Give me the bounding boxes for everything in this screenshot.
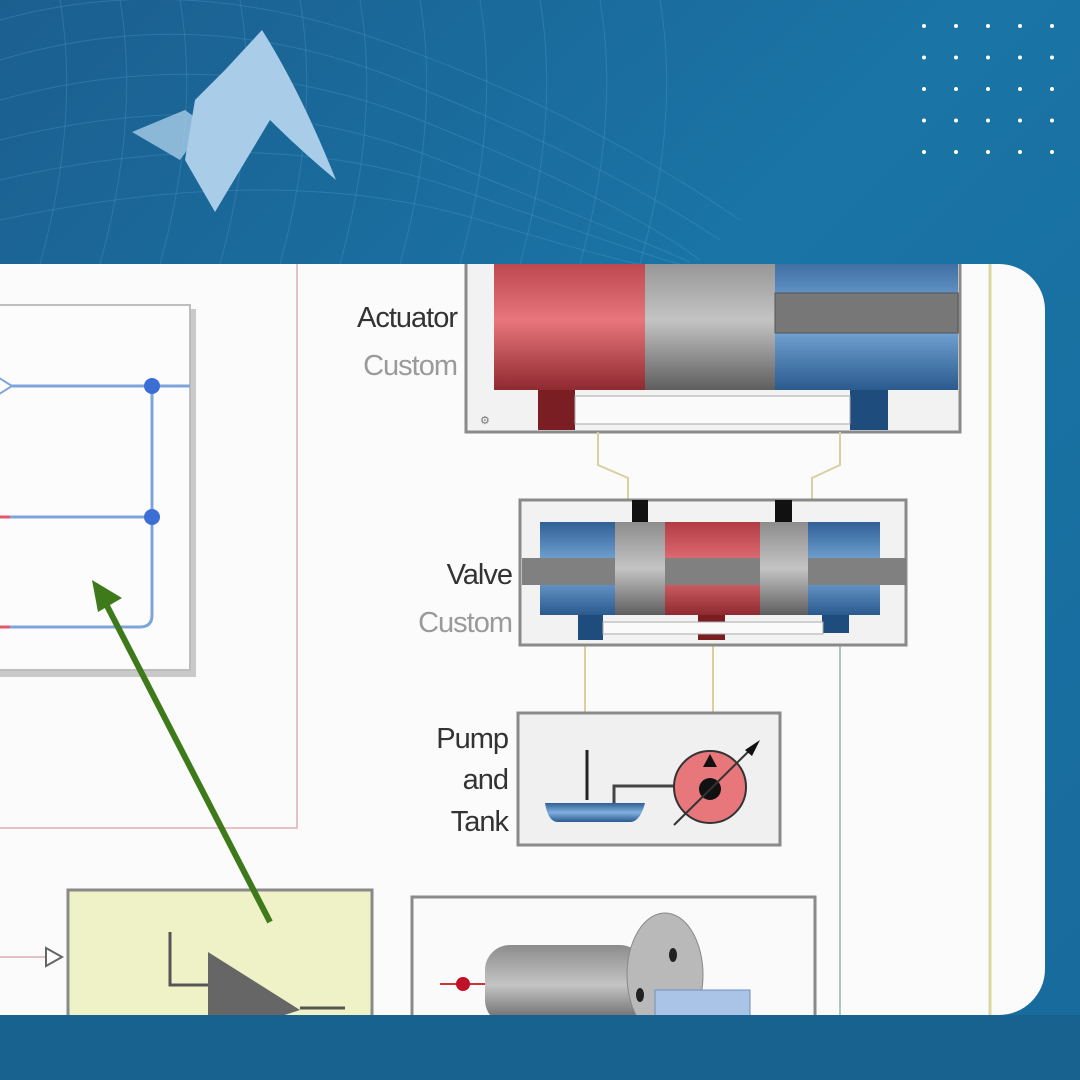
pump-label-line: and — [463, 764, 508, 796]
wireframe-surface — [0, 0, 741, 268]
dot — [954, 150, 958, 154]
valve-label: Valve — [447, 559, 512, 591]
dot — [986, 55, 990, 60]
dot — [1050, 24, 1054, 28]
dot — [986, 118, 990, 123]
valve-block[interactable] — [518, 498, 908, 647]
dot — [986, 24, 990, 28]
subsystem-border — [0, 264, 298, 829]
hydraulic-connection — [584, 432, 841, 713]
dot — [922, 118, 926, 123]
actuator-label: Actuator — [357, 302, 458, 334]
dot — [922, 87, 926, 91]
matlab-logo-icon — [132, 30, 336, 212]
dot — [922, 24, 926, 28]
dot — [954, 118, 958, 123]
dot — [1018, 24, 1022, 28]
annotation-arrow — [92, 580, 273, 924]
pump-label-line: Tank — [451, 806, 510, 838]
subsystem-block[interactable] — [0, 304, 196, 677]
dot — [1018, 55, 1022, 60]
pump-label-line: Pump — [436, 723, 508, 755]
gain-block[interactable] — [0, 888, 374, 1015]
dot — [1018, 118, 1022, 123]
dot — [922, 55, 926, 60]
dot — [986, 87, 990, 91]
port-dot — [456, 977, 470, 991]
dot — [1050, 55, 1054, 60]
dot — [954, 24, 958, 28]
valve-variant: Custom — [418, 607, 512, 639]
dot — [954, 87, 958, 91]
actuator-variant: Custom — [363, 350, 457, 382]
junction-dot — [144, 378, 160, 394]
actuator-block[interactable]: ⚙ — [464, 264, 962, 434]
tank-icon — [545, 750, 680, 822]
dot — [1018, 87, 1022, 91]
dot — [986, 150, 990, 154]
footer-band — [0, 1015, 1080, 1080]
dot — [1050, 150, 1054, 154]
dot — [922, 150, 926, 154]
inport-icon — [0, 377, 14, 395]
motor-block[interactable] — [410, 895, 817, 1015]
pump-icon — [673, 740, 760, 826]
lock-icon: ⚙ — [480, 415, 490, 427]
dot — [954, 55, 958, 60]
dot-grid — [922, 24, 1054, 154]
dot — [1050, 118, 1054, 123]
dot — [1050, 87, 1054, 91]
inport-icon — [45, 946, 65, 968]
junction-dot — [144, 509, 160, 525]
dot — [1018, 150, 1022, 154]
pump-and-tank-block[interactable] — [516, 711, 782, 847]
simulink-canvas[interactable]: ⚙ Actuator Custom Valve Custom — [0, 264, 1045, 1015]
